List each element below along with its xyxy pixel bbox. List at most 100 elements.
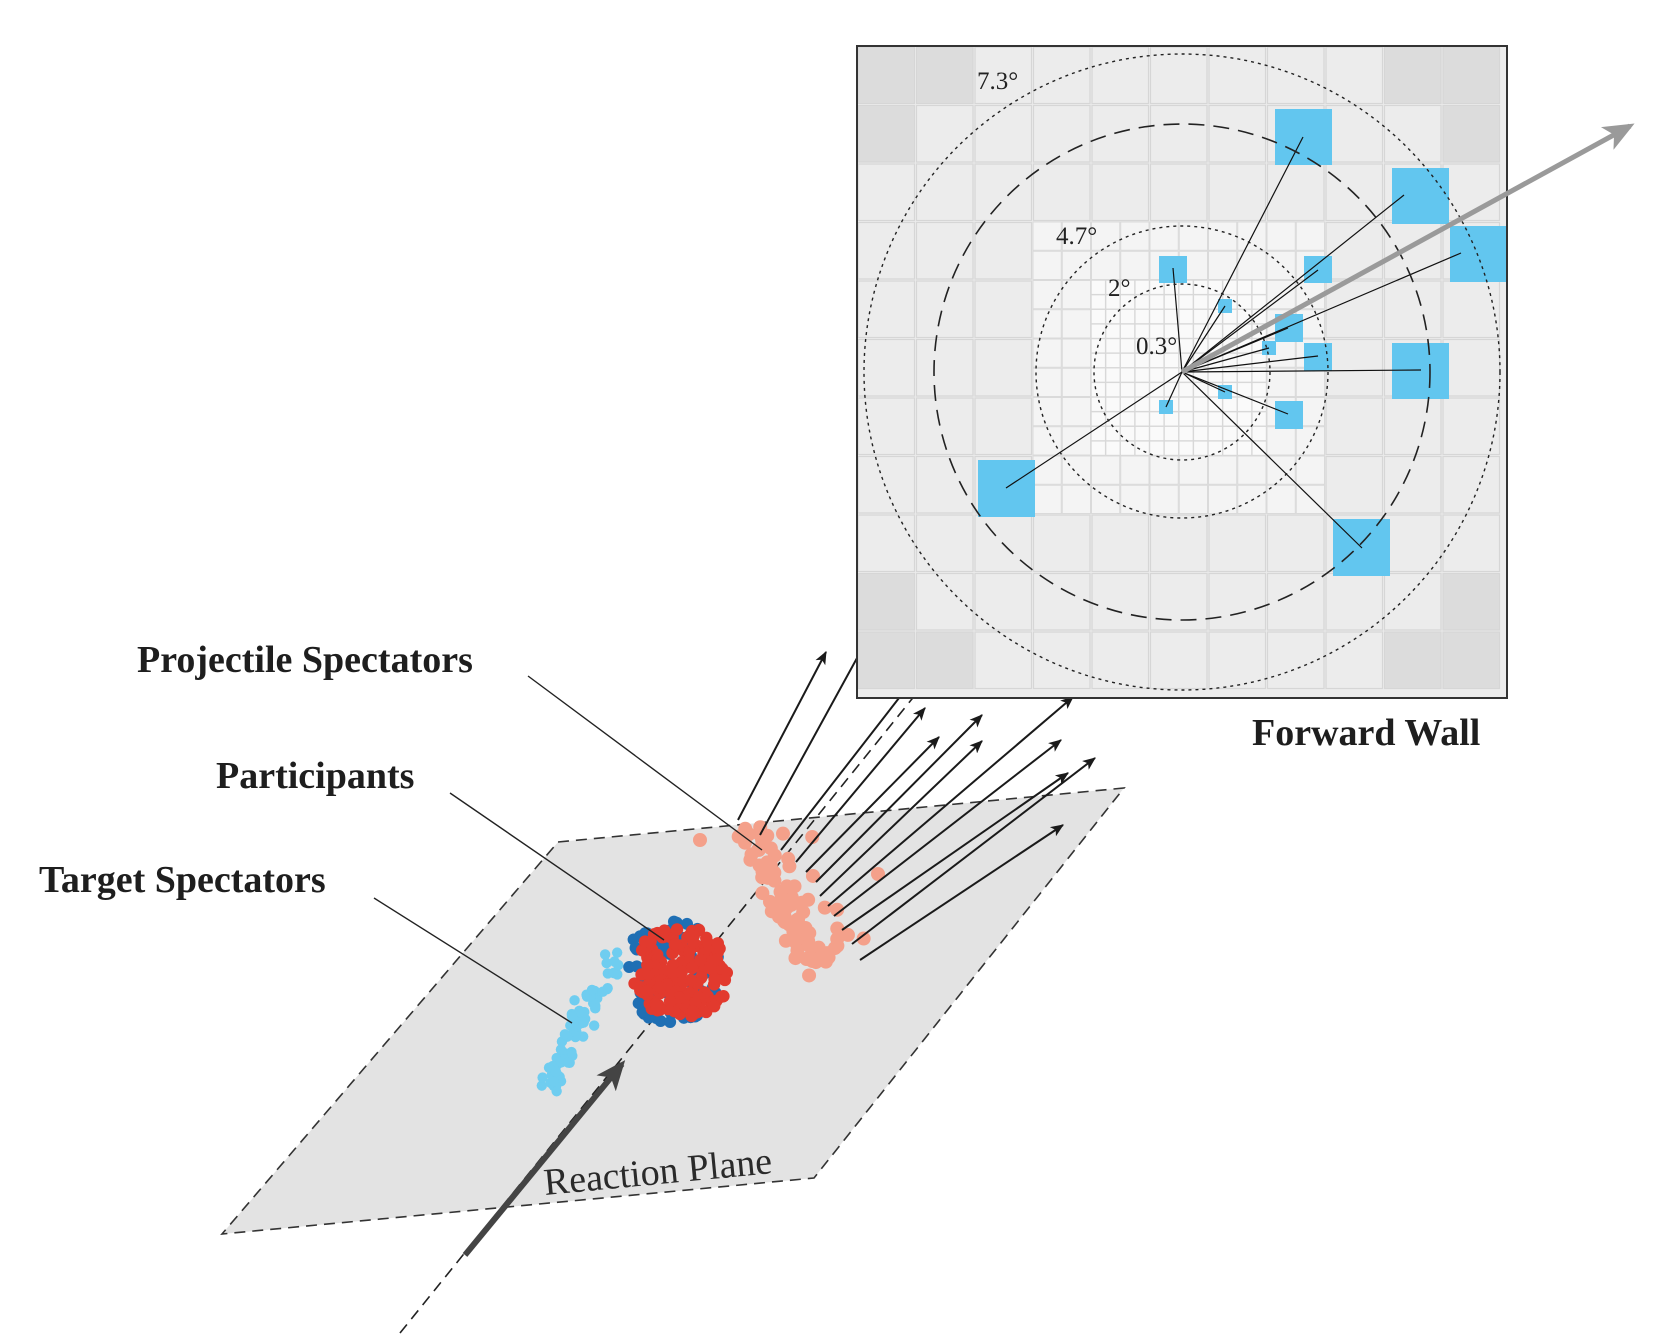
hit-line [1165,371,1183,408]
wall-cell [1325,397,1384,456]
hit-line [1181,355,1319,373]
projectile-dot [779,879,794,894]
wall-cell-small [1105,353,1121,368]
wall-cell-medium [1266,221,1296,251]
wall-cell-small [1193,309,1209,324]
wall-cell [1149,104,1208,163]
projectile-leader [527,675,763,851]
wall-cell [1032,46,1091,105]
wall-cell-medium [1120,455,1150,485]
reaction-plane-vector [1180,123,1635,375]
projectile-track [795,707,926,863]
projectile-dot [790,943,805,958]
wall-cell [1442,455,1501,514]
wall-cell [857,221,916,280]
wall-cell-medium [1266,426,1296,456]
wall-cell [1149,572,1208,631]
hit-line [1181,347,1270,373]
hit-line [1181,194,1405,373]
participant-dot [641,958,654,972]
wall-cell-small [1251,294,1267,310]
target-dot [555,1044,567,1055]
wall-cell [1442,46,1501,105]
wall-cell-small [1134,426,1150,441]
wall-cell-small [1090,367,1106,383]
hit-cell [1275,109,1332,165]
participant-dot [717,990,730,1003]
projectile-dot [759,862,774,877]
projectile-track [851,757,1096,945]
wall-cell [857,397,916,456]
wall-cell-small [1120,309,1135,324]
wall-cell [915,572,974,631]
wall-cell [974,163,1033,222]
wall-cell [1032,631,1091,690]
target-dot [565,1020,576,1031]
wall-cell-medium [1178,221,1208,251]
wall-cell-small [1149,279,1165,295]
wall-cell-medium [1266,367,1296,397]
hit-cell [1392,168,1449,224]
wall-cell-medium [1149,484,1179,514]
hit-line [1181,269,1319,373]
projectile-dot [738,821,753,836]
wall-cell [1208,572,1267,631]
projectile-spectator-dots [693,820,885,983]
wall-cell-small [1178,294,1194,310]
target-dot [588,1020,600,1031]
wall-cell-small [1193,426,1209,441]
wall-cell [1325,46,1384,105]
participant-dot [718,973,732,987]
wall-cell [1091,514,1150,573]
wall-cell-medium [1032,484,1062,514]
wall-cell [1442,104,1501,163]
wall-cell [1383,631,1442,690]
wall-cell-small [1237,367,1252,383]
wall-cell [915,631,974,690]
wall-cell-small [1105,440,1121,456]
wall-cell-small [1120,353,1135,368]
wall-cell-medium [1061,338,1091,368]
wall-cell-medium [1061,309,1091,339]
wall-cell [1383,104,1442,163]
wall-cell-small [1207,279,1223,295]
wall-cell-small [1149,323,1165,339]
wall-cell-small [1120,396,1135,412]
projectile-spectators-label: Projectile Spectators [137,639,473,681]
wall-cell-small [1222,426,1238,441]
wall-cell [915,46,974,105]
wall-cell-medium [1091,455,1121,485]
wall-cell [1208,514,1267,573]
wall-cells [857,46,1507,690]
projectile-track [805,736,940,873]
wall-cell-small [1207,367,1223,383]
wall-cell [915,514,974,573]
wall-cell-small [1237,440,1252,456]
wall-cell [1383,455,1442,514]
participant-dot [654,1015,667,1028]
projectile-track [827,696,1074,907]
projectile-dot [753,820,768,835]
wall-cell [974,572,1033,631]
projectile-tracks [737,606,1096,961]
wall-cell [1032,514,1091,573]
wall-cell-small [1134,338,1150,354]
hit-cell [1275,401,1303,429]
wall-cell [915,280,974,339]
target-dot [599,949,611,960]
wall-cell-small [1237,411,1252,427]
hit-line [1181,371,1226,393]
wall-cell-small [1149,367,1165,383]
projectile-dot [805,830,820,845]
wall-cell-medium [1295,367,1325,397]
projectile-dot [840,927,855,942]
projectile-dot [764,904,779,919]
projectile-dot [817,900,832,915]
target-dot [611,947,623,958]
hit-cell [1392,343,1449,399]
wall-cell-small [1251,426,1267,441]
wall-cell-small [1164,426,1179,441]
wall-cell-small [1134,396,1150,412]
wall-cell [1091,631,1150,690]
wall-cell-small [1149,309,1165,324]
